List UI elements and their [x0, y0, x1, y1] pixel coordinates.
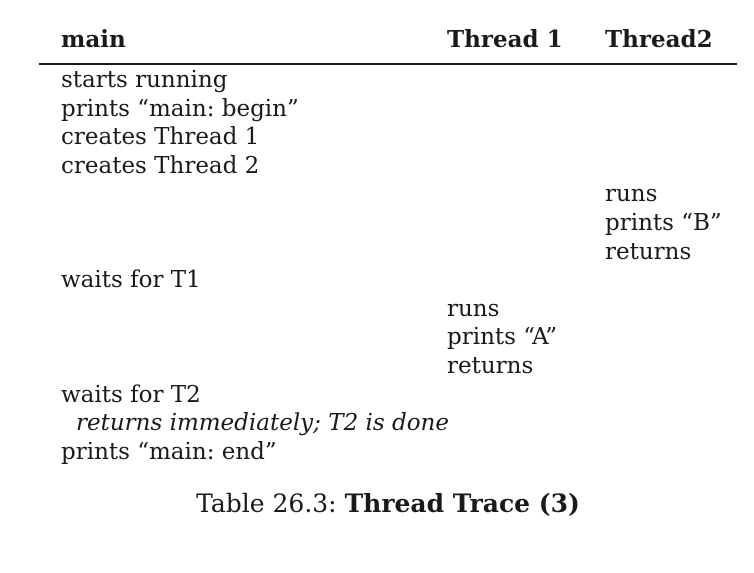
table-row: returns — [0, 238, 754, 267]
table-row: prints “main: begin” — [0, 95, 754, 124]
trace-cell-thread1: prints “A” — [447, 324, 558, 351]
trace-cell-thread1: runs — [447, 295, 500, 322]
table-row: creates Thread 1 — [0, 123, 754, 152]
caption-title: Thread Trace (3) — [344, 489, 580, 518]
trace-cell-main-annotation: returns immediately; T2 is done — [76, 410, 449, 437]
trace-cell-main: prints “main: begin” — [61, 95, 299, 122]
table-row: waits for T1 — [0, 266, 754, 295]
table-row: creates Thread 2 — [0, 152, 754, 181]
table-row: runs — [0, 180, 754, 209]
table-row: prints “main: end” — [0, 438, 754, 467]
trace-cell-main: creates Thread 2 — [61, 152, 260, 179]
table-row: runs — [0, 295, 754, 324]
column-header-main: main — [61, 26, 126, 53]
table-caption: Table 26.3: Thread Trace (3) — [39, 488, 737, 519]
trace-cell-main: prints “main: end” — [61, 438, 277, 465]
column-header-thread1: Thread 1 — [447, 26, 563, 53]
table-row: waits for T2 — [0, 381, 754, 410]
trace-cell-thread2: runs — [605, 181, 658, 208]
table-header-row: main Thread 1 Thread2 — [0, 25, 754, 54]
column-header-thread2: Thread2 — [605, 26, 713, 53]
table-row: prints “A” — [0, 323, 754, 352]
trace-cell-thread2: prints “B” — [605, 209, 722, 236]
trace-cell-main: waits for T2 — [61, 381, 201, 408]
caption-prefix: Table 26.3: — [196, 489, 345, 518]
trace-cell-main: starts running — [61, 67, 228, 93]
table-row: starts running — [0, 66, 754, 95]
trace-cell-thread1: returns — [447, 352, 534, 379]
header-rule — [39, 63, 737, 65]
trace-cell-main: creates Thread 1 — [61, 124, 260, 151]
trace-cell-main: waits for T1 — [61, 267, 201, 294]
table-row: prints “B” — [0, 209, 754, 238]
table-row: returns immediately; T2 is done — [0, 409, 754, 438]
trace-cell-thread2: returns — [605, 238, 692, 265]
table-body: starts running prints “main: begin” crea… — [0, 66, 754, 466]
table-row: returns — [0, 352, 754, 381]
